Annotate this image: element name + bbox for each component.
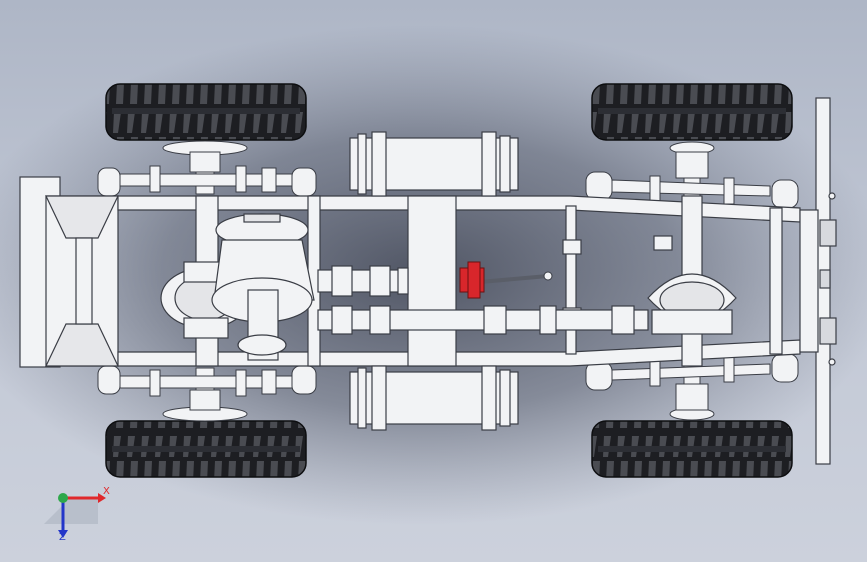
fuel-tank-bottom (349, 365, 519, 431)
leaf-spring-left-bottom (97, 365, 317, 397)
leaf-spring-left-top (97, 165, 317, 197)
fuel-tank-top (349, 131, 519, 197)
transfer-case (211, 213, 315, 361)
wheel-rear-left[interactable] (105, 420, 307, 478)
rear-bumper (799, 97, 837, 465)
wheel-front-left[interactable] (105, 83, 307, 141)
wheel-rear-right[interactable] (591, 420, 793, 478)
rear-axle (647, 195, 737, 367)
leaf-spring-right-bottom (585, 353, 799, 391)
z-axis-arrow-icon (58, 530, 68, 538)
front-axle (160, 195, 250, 367)
leaf-spring-right-top (585, 171, 799, 209)
axis-triad (44, 493, 106, 538)
axis-z-label: Z (59, 532, 66, 543)
steering-rod (459, 261, 553, 299)
y-axis-dot-icon (58, 493, 68, 503)
wheel-front-right[interactable] (591, 83, 793, 141)
x-axis-arrow-icon (98, 493, 106, 503)
axis-x-label: X (103, 486, 110, 497)
drive-shaft-upper (317, 265, 409, 297)
drive-shaft-lower (317, 305, 649, 335)
